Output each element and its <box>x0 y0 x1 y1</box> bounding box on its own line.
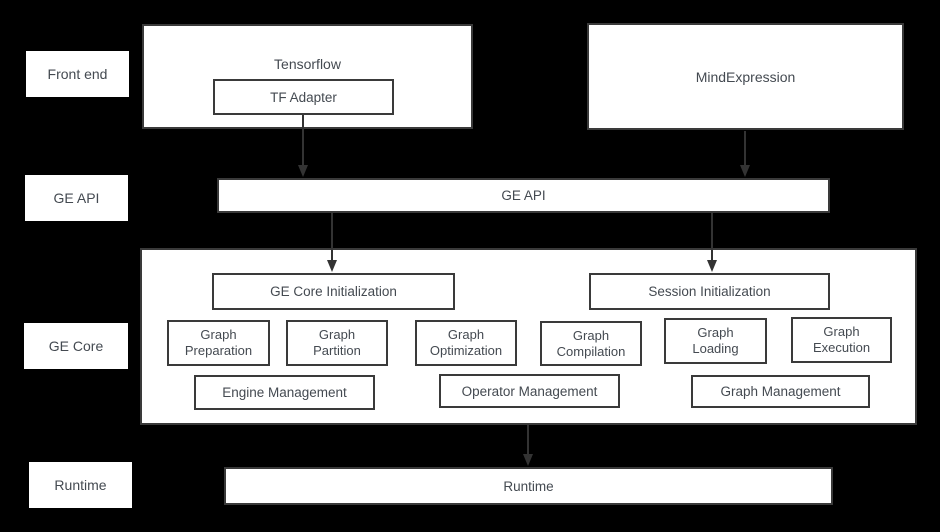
stage-line: Graph <box>823 324 860 339</box>
arrow-ge-api-to-ge-core-initialization <box>327 213 337 272</box>
arrow-head-icon <box>327 260 337 272</box>
arrow-ge-api-to-session-initialization <box>707 213 717 272</box>
stage-line: Partition <box>313 343 361 358</box>
session-initialization-box: Session Initialization <box>589 273 830 310</box>
arrow-head-icon <box>523 454 533 466</box>
stage-line: Graph <box>200 327 237 342</box>
tf-adapter-label: TF Adapter <box>270 89 337 105</box>
stage-line: Graph <box>572 327 610 343</box>
tf-adapter-box: TF Adapter <box>213 79 394 115</box>
stage-line: Loading <box>692 341 739 356</box>
graph-management-label: Graph Management <box>720 384 841 399</box>
arrow-shaft <box>711 213 713 261</box>
side-label-front-end: Front end <box>26 51 129 97</box>
graph-compilation-box: Graph Compilation <box>540 321 642 366</box>
stage-line: Compilation <box>556 343 626 359</box>
graph-partition-box: Graph Partition <box>286 320 388 366</box>
arrow-head-icon <box>707 260 717 272</box>
arrow-tf-adapter-to-ge-api <box>298 115 308 177</box>
arrow-ge-core-to-runtime <box>523 425 533 466</box>
engine-management-label: Engine Management <box>222 385 347 400</box>
arrow-shaft <box>331 213 333 261</box>
stage-line: Graph <box>447 327 485 342</box>
graph-management-box: Graph Management <box>691 375 870 408</box>
side-label-runtime: Runtime <box>29 462 132 508</box>
mindexpression-label: MindExpression <box>695 68 796 85</box>
engine-management-box: Engine Management <box>194 375 375 410</box>
graph-preparation-box: Graph Preparation <box>167 320 270 366</box>
arrow-shaft <box>527 425 529 455</box>
arrow-mindexpression-to-ge-api <box>740 131 750 177</box>
graph-optimization-box: Graph Optimization <box>415 320 517 366</box>
ge-core-container: GE Core Initialization Session Initializ… <box>140 248 917 425</box>
stage-line: Execution <box>812 340 871 355</box>
runtime-bar: Runtime <box>224 467 833 505</box>
stage-line: Graph <box>318 327 356 342</box>
stage-line: Optimization <box>429 343 503 358</box>
runtime-bar-label: Runtime <box>503 478 554 494</box>
stage-line: Graph <box>697 325 734 340</box>
mindexpression-box: MindExpression <box>587 23 904 130</box>
arrow-head-icon <box>740 165 750 177</box>
tensorflow-box: Tensorflow TF Adapter <box>142 24 473 129</box>
ge-api-bar: GE API <box>217 178 830 213</box>
ge-api-bar-label: GE API <box>501 188 546 203</box>
session-initialization-label: Session Initialization <box>648 284 771 299</box>
tensorflow-title: Tensorflow <box>274 56 341 72</box>
graph-loading-box: Graph Loading <box>664 318 767 364</box>
stage-line: Preparation <box>184 343 253 358</box>
arrow-shaft <box>744 131 746 166</box>
ge-core-initialization-box: GE Core Initialization <box>212 273 455 310</box>
operator-management-label: Operator Management <box>461 383 598 399</box>
arrow-head-icon <box>298 165 308 177</box>
arrow-shaft <box>302 115 304 166</box>
side-label-ge-core: GE Core <box>24 323 128 369</box>
ge-core-initialization-label: GE Core Initialization <box>270 284 397 299</box>
side-label-ge-api: GE API <box>25 175 128 221</box>
graph-execution-box: Graph Execution <box>791 317 892 363</box>
operator-management-box: Operator Management <box>439 374 620 408</box>
